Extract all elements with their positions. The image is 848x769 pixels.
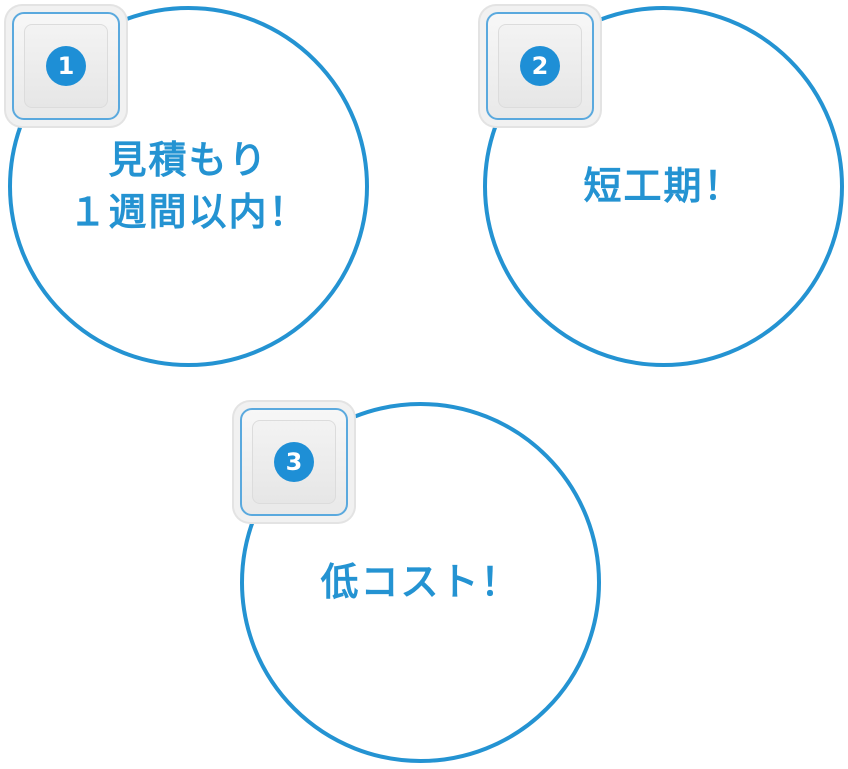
feature-short-construction: 短工期！ 2 [424,0,848,380]
feature-text: 低コスト！ [320,559,521,604]
number-badge: 1 [6,6,126,126]
number-1-icon: 1 [46,46,86,86]
number-badge: 2 [480,6,600,126]
feature-quick-estimate: 見積もり １週間以内！ 1 [0,0,424,380]
feature-low-cost: 低コスト！ 3 [230,398,630,769]
feature-text: 短工期！ [583,163,744,208]
feature-text: 見積もり １週間以内！ [68,138,309,234]
feature-circle: 短工期！ [483,6,844,367]
number-badge: 3 [234,402,354,522]
number-3-icon: 3 [274,442,314,482]
number-2-icon: 2 [520,46,560,86]
